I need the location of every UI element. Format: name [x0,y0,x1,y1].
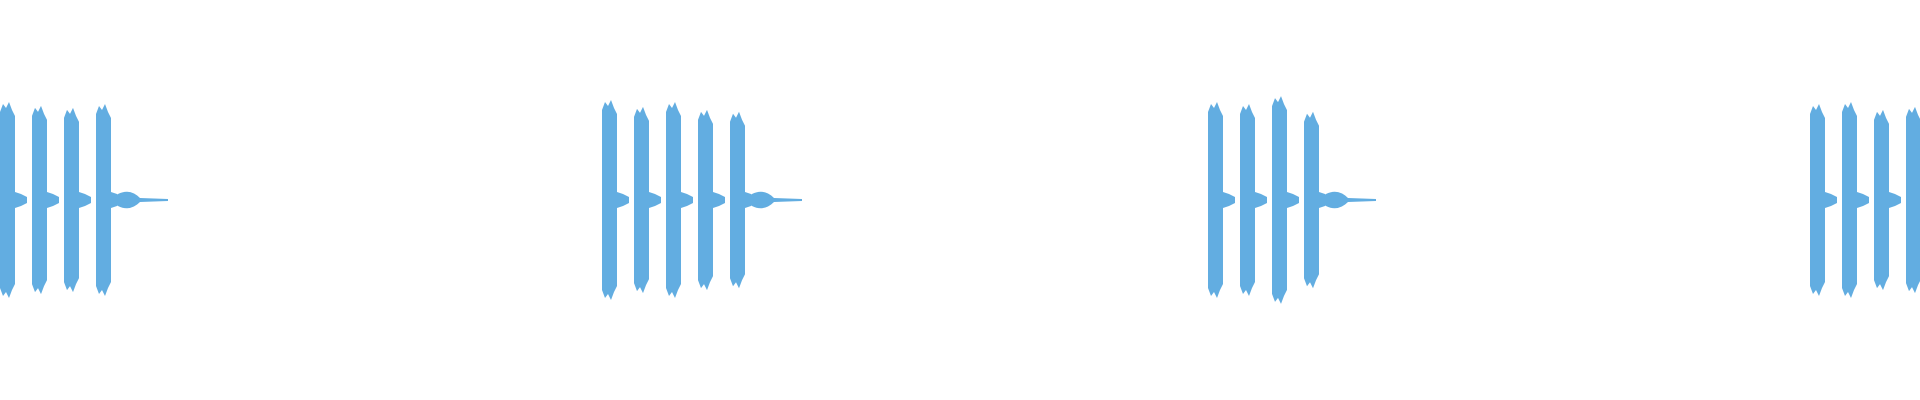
waveform-burst [1842,102,1869,298]
waveform-segment [1208,96,1376,304]
waveform-burst [698,109,725,291]
waveform-burst [64,107,91,293]
waveform-burst [1906,106,1920,294]
waveform-burst [1304,111,1331,289]
waveform-tail [752,191,802,209]
waveform-burst [602,100,629,300]
waveform-burst [634,106,661,294]
waveform-segment [602,100,802,300]
waveform-burst [1810,103,1837,297]
waveform-burst [1240,103,1267,297]
waveform-burst [666,102,693,298]
waveform-burst [32,105,59,295]
waveform-tail [1326,191,1376,209]
waveform-tail [118,191,168,209]
waveform-burst [1272,96,1299,304]
waveform-segment [1810,102,1920,298]
waveform-burst [0,102,27,298]
waveform-layer [0,96,1920,304]
waveform-burst [96,103,123,297]
waveform-segment [0,102,168,298]
waveform-burst [730,111,757,289]
waveform-burst [1208,102,1235,298]
waveform-burst [1874,109,1901,291]
